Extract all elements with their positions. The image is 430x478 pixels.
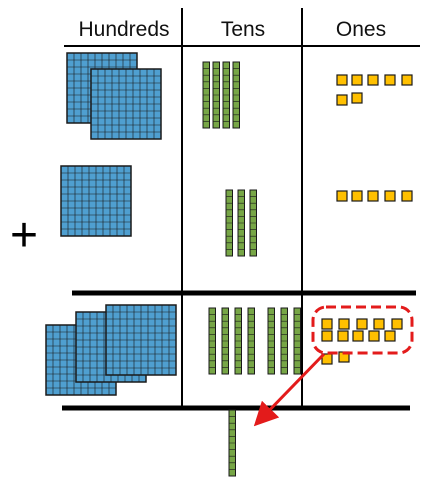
one-cube	[367, 190, 379, 202]
ten-rod	[293, 307, 301, 375]
one-cube	[337, 330, 349, 342]
one-cube	[373, 318, 385, 330]
hundred-block	[90, 68, 162, 140]
one-cube	[384, 190, 396, 202]
ten-rod	[234, 307, 242, 375]
ten-rod	[249, 189, 257, 257]
one-cube	[352, 330, 364, 342]
one-cube	[336, 94, 348, 106]
ten-rod	[208, 307, 216, 375]
hundred-block	[60, 165, 132, 237]
one-cube	[367, 74, 379, 86]
one-cube	[321, 353, 333, 365]
hundred-block	[105, 304, 177, 376]
one-cube	[336, 74, 348, 86]
hundreds-column-header: Hundreds	[78, 18, 170, 41]
one-cube	[321, 318, 333, 330]
one-cube	[368, 330, 380, 342]
one-cube	[336, 190, 348, 202]
ten-rod	[222, 61, 230, 129]
ones-column-header: Ones	[335, 18, 387, 41]
ten-rod	[237, 189, 245, 257]
one-cube	[351, 190, 363, 202]
ten-rod	[247, 307, 255, 375]
regroup-arrow	[253, 352, 326, 427]
ten-rod	[232, 61, 240, 129]
ten-rod	[202, 61, 210, 129]
ten-rod	[225, 189, 233, 257]
one-cube	[351, 92, 363, 104]
plus-sign: +	[9, 209, 39, 262]
regroup-highlight-box	[311, 305, 414, 355]
ten-rod	[221, 307, 229, 375]
one-cube	[351, 74, 363, 86]
ten-rod	[280, 307, 288, 375]
ten-rod	[228, 409, 236, 477]
tens-column-header: Tens	[220, 18, 266, 41]
one-cube	[384, 330, 396, 342]
ten-rod	[267, 307, 275, 375]
ten-rod	[212, 61, 220, 129]
one-cube	[384, 74, 396, 86]
one-cube	[401, 190, 413, 202]
one-cube	[356, 318, 368, 330]
one-cube	[338, 318, 350, 330]
one-cube	[321, 330, 333, 342]
one-cube	[391, 318, 403, 330]
one-cube	[401, 74, 413, 86]
